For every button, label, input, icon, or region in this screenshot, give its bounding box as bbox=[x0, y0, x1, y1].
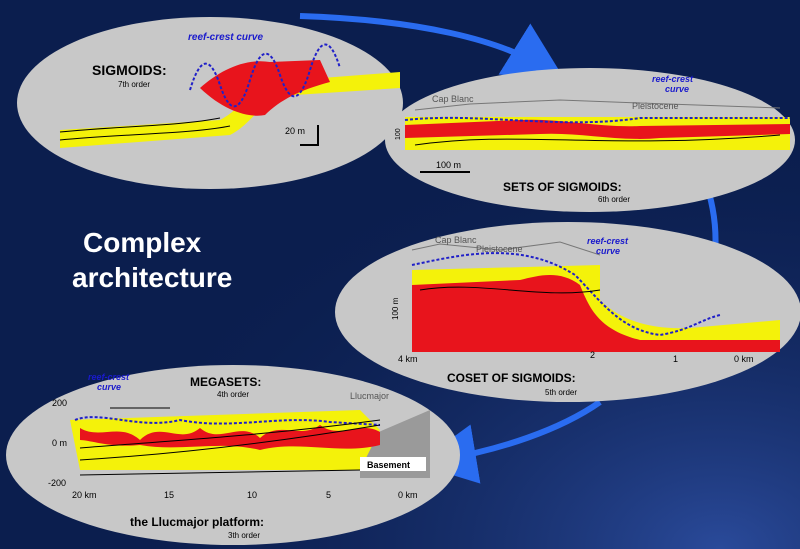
panel-megasets: reef-crest curve MEGASETS: 4th order Llu… bbox=[6, 365, 460, 545]
megasets-xtick-10: 10 bbox=[247, 490, 257, 500]
arrow-3 bbox=[416, 399, 602, 484]
sets-curve-label-2: curve bbox=[665, 84, 689, 94]
basement-box bbox=[360, 457, 426, 471]
reef-crest-curve-1 bbox=[189, 43, 341, 108]
coset-heading: COSET OF SIGMOIDS: bbox=[447, 371, 576, 385]
sets-place2: Pleistocene bbox=[632, 101, 679, 111]
megasets-heading: MEGASETS: bbox=[190, 375, 261, 389]
sets-place1: Cap Blanc bbox=[432, 94, 474, 104]
sets-heading: SETS OF SIGMOIDS: bbox=[503, 180, 622, 194]
sigmoid-yellow bbox=[60, 72, 400, 148]
coset-order: 5th order bbox=[545, 388, 577, 397]
megasets-curve-label-2: curve bbox=[97, 382, 121, 392]
sigmoids-order: 7th order bbox=[118, 80, 150, 89]
coset-curve-label-1: reef-crest bbox=[587, 236, 629, 246]
coset-place1: Cap Blanc bbox=[435, 235, 477, 245]
coset-tick-4km: 4 km bbox=[398, 354, 418, 364]
sets-hscale: 100 m bbox=[436, 160, 461, 170]
megasets-ytick-neg200: -200 bbox=[48, 478, 66, 488]
coset-red bbox=[412, 275, 780, 352]
megasets-basement: Basement bbox=[367, 460, 410, 470]
megasets-xtick-15: 15 bbox=[164, 490, 174, 500]
megasets-platform-order: 3th order bbox=[228, 531, 260, 540]
megasets-curve-label-1: reef-crest bbox=[88, 372, 130, 382]
coset-tick-0km: 0 km bbox=[734, 354, 754, 364]
arrow-1 bbox=[299, 13, 566, 81]
megasets-red bbox=[80, 425, 380, 450]
sigmoids-heading: SIGMOIDS: bbox=[92, 62, 167, 78]
megasets-order: 4th order bbox=[217, 390, 249, 399]
coset-vscale: 100 m bbox=[391, 297, 400, 320]
reef-crest-curve-4 bbox=[74, 416, 381, 426]
megasets-xtick-5: 5 bbox=[326, 490, 331, 500]
sets-red bbox=[405, 119, 790, 139]
title-line-2: architecture bbox=[72, 262, 232, 293]
title-line-1: Complex bbox=[83, 227, 202, 258]
sigmoid-red bbox=[200, 60, 330, 116]
megasets-xtick-20km: 20 km bbox=[72, 490, 97, 500]
coset-place2: Pleistocene bbox=[476, 244, 523, 254]
reef-crest-curve-2 bbox=[404, 116, 790, 124]
sets-vscale: 100 bbox=[395, 128, 402, 140]
megasets-platform: the Llucmajor platform: bbox=[130, 515, 264, 529]
panel-sets: Cap Blanc Pleistocene reef-crest curve 1… bbox=[385, 68, 795, 212]
megasets-ytick-200: 200 bbox=[52, 398, 67, 408]
megasets-ytick-0: 0 m bbox=[52, 438, 67, 448]
sigmoids-curve-label: reef-crest curve bbox=[188, 32, 263, 43]
sigmoids-scale: 20 m bbox=[285, 126, 305, 136]
megasets-xtick-0km: 0 km bbox=[398, 490, 418, 500]
coset-tick-1: 1 bbox=[673, 354, 678, 364]
sets-order: 6th order bbox=[598, 195, 630, 204]
coset-tick-2: 2 bbox=[590, 350, 595, 360]
panel-sigmoids: reef-crest curve SIGMOIDS: 7th order 20 … bbox=[17, 17, 403, 189]
coset-curve-label-2: curve bbox=[596, 246, 620, 256]
sets-curve-label-1: reef-crest bbox=[652, 74, 694, 84]
panel-coset: Cap Blanc Pleistocene reef-crest curve 1… bbox=[335, 222, 800, 402]
megasets-place: Llucmajor bbox=[350, 391, 389, 401]
scale-bar-20m bbox=[300, 125, 319, 146]
reef-crest-curve-3 bbox=[411, 252, 721, 337]
